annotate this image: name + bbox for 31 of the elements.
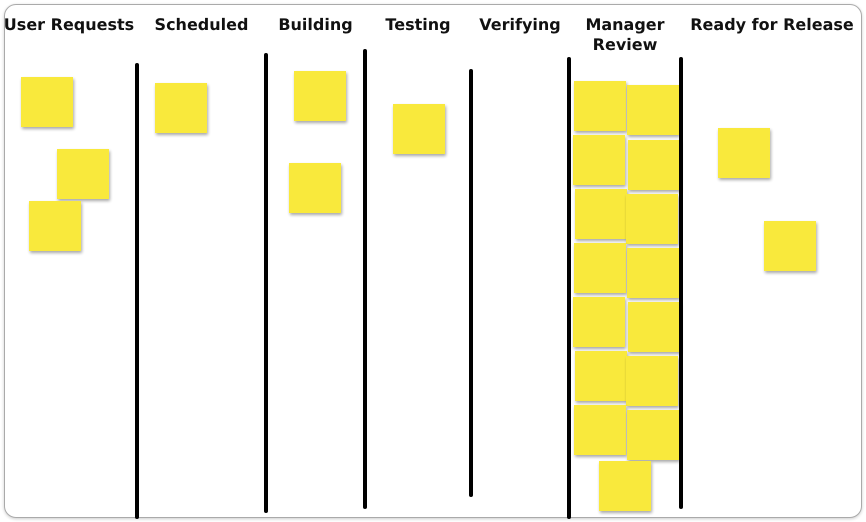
column-header: Scheduled [154, 15, 250, 35]
sticky-note [155, 83, 207, 133]
sticky-note [628, 140, 680, 190]
sticky-note [574, 81, 626, 131]
column-header: Ready for Release [689, 15, 855, 35]
column-header: User Requests [2, 15, 136, 35]
column-header: Testing [384, 15, 452, 35]
sticky-note [599, 461, 651, 511]
sticky-note [764, 221, 816, 271]
sticky-note [294, 71, 346, 121]
sticky-note [626, 194, 678, 244]
sticky-note [289, 163, 341, 213]
sticky-note [21, 77, 73, 127]
sticky-note [393, 104, 445, 154]
sticky-note [573, 297, 625, 347]
sticky-note [718, 128, 770, 178]
sticky-note [29, 201, 81, 251]
sticky-note [573, 135, 625, 185]
sticky-note [626, 356, 678, 406]
sticky-note [627, 410, 679, 460]
sticky-note [574, 243, 626, 293]
sticky-note [575, 351, 627, 401]
column-header: Manager Review [584, 15, 666, 55]
sticky-note [575, 189, 627, 239]
column-header: Verifying [478, 15, 562, 35]
sticky-note [57, 149, 109, 199]
sticky-note [574, 405, 626, 455]
sticky-note [627, 85, 679, 135]
sticky-note [627, 248, 679, 298]
column-header: Building [277, 15, 354, 35]
sticky-note [628, 302, 680, 352]
